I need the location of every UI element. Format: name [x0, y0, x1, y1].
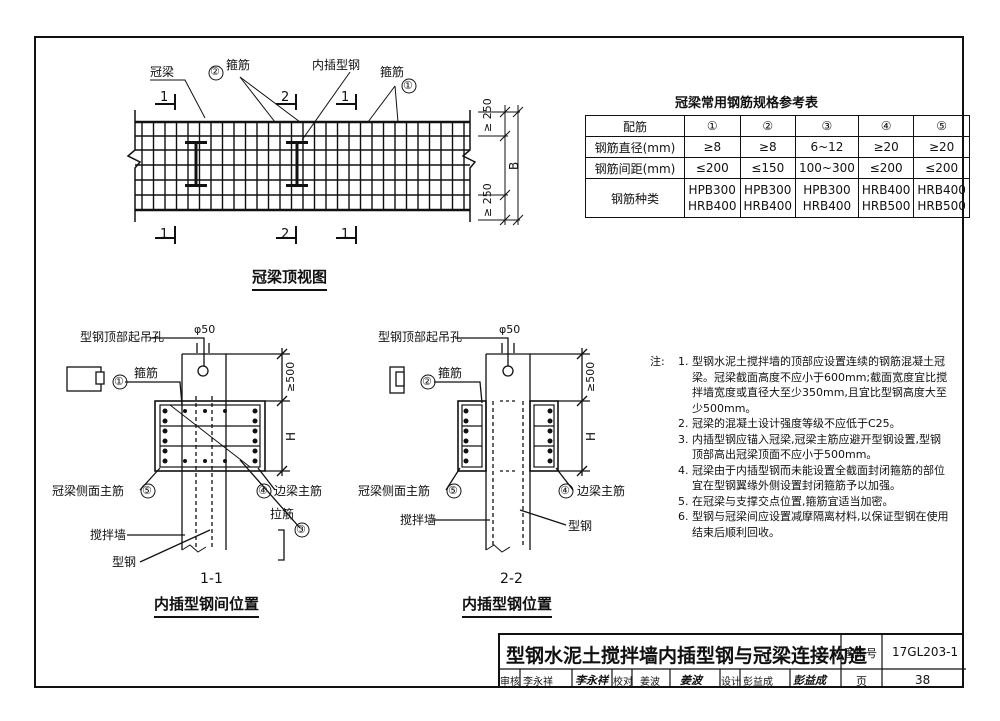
top-steel-label: 内插型钢 — [312, 58, 361, 72]
section-mark-1-bot-b: 1 — [341, 227, 350, 242]
spec-cell: HRB400 HRB500 — [913, 178, 970, 218]
spec-cell: HRB400 HRB500 — [857, 178, 915, 218]
note-text: 型钢与冠梁间应设置减摩隔离材料,以保证型钢在使用结束后顺利回收。 — [692, 510, 949, 539]
note-item: 6. 型钢与冠梁间应设置减摩隔离材料,以保证型钢在使用结束后顺利回收。 — [650, 509, 950, 540]
spec-cell: ≤200 — [913, 157, 970, 179]
designer-name: 彭益成 — [743, 677, 773, 688]
note-number: 2. — [678, 417, 689, 430]
section-mark-1-bot-a: 1 — [160, 227, 169, 242]
section-mark-1-top-a: 1 — [160, 90, 169, 105]
section1-marker-3: ③ — [296, 523, 306, 536]
section1-number: 1-1 — [200, 571, 223, 587]
top-marker-1: ① — [403, 79, 413, 92]
spec-row-label: 钢筋直径(mm) — [585, 136, 685, 158]
section2-dim-h: H — [584, 431, 598, 441]
section1-marker-1: ① — [114, 375, 124, 388]
note-number: 1. — [678, 355, 689, 368]
section2-stirrup: 箍筋 — [438, 366, 463, 380]
note-text: 冠梁的混凝土设计强度等级不应低于C25。 — [692, 417, 901, 430]
section2-marker-4: ④ — [560, 484, 570, 497]
note-number: 4. — [678, 463, 689, 477]
spec-table-header-row: 配筋 ① ② ③ ④ ⑤ — [585, 115, 970, 137]
top-crown-beam-label: 冠梁 — [150, 65, 175, 79]
note-item: 5. 在冠梁与支撑交点位置,箍筋宜适当加密。 — [650, 494, 950, 510]
section1-side-main: 冠梁侧面主筋 — [52, 484, 125, 498]
page-label: 页 — [856, 675, 867, 688]
designer-signature: 彭益成 — [793, 674, 826, 687]
spec-cell: HPB300 HRB400 — [684, 178, 741, 218]
design-label: 设计 — [721, 677, 741, 688]
section2-edge-main: 边梁主筋 — [577, 484, 626, 498]
spec-row-label: 钢筋种类 — [585, 178, 685, 218]
spec-header-cell: ① — [684, 115, 741, 137]
note-text: 在冠梁与支撑交点位置,箍筋宜适当加密。 — [692, 494, 894, 508]
section2-marker-2: ② — [422, 375, 432, 388]
page-number: 38 — [915, 673, 931, 687]
section2-number: 2-2 — [500, 571, 523, 587]
atlas-number: 17GL203-1 — [892, 645, 959, 659]
note-item: 注: 1. 型钢水泥土搅拌墙的顶部应设置连续的钢筋混凝土冠梁。冠梁截面高度不应小… — [650, 354, 950, 416]
review-label: 审核 — [500, 677, 520, 688]
top-marker-2: ② — [210, 65, 220, 78]
atlas-label: 图集号 — [844, 647, 877, 660]
top-view-title: 冠梁顶视图 — [252, 266, 328, 291]
top-stirrup-label-left: 箍筋 — [226, 58, 251, 72]
note-item: 4. 冠梁由于内插型钢而未能设置全截面封闭箍筋的部位宜在型钢翼缘外侧设置封闭箍筋… — [650, 463, 950, 494]
section1-stirrup: 箍筋 — [134, 366, 159, 380]
section1-edge-main: 边梁主筋 — [274, 484, 323, 498]
section2-side-main: 冠梁侧面主筋 — [358, 484, 431, 498]
section1-tie: 拉筋 — [270, 507, 295, 521]
section2-wall: 搅拌墙 — [400, 513, 437, 527]
section-mark-1-top-b: 1 — [341, 90, 350, 105]
note-text: 冠梁由于内插型钢而未能设置全截面封闭箍筋的部位宜在型钢翼缘外侧设置封闭箍筋予以加… — [692, 463, 945, 493]
notes-prefix: 注: — [650, 355, 665, 368]
check-label: 校对 — [613, 677, 633, 688]
section2-title: 内插型钢位置 — [462, 593, 553, 618]
drawing-title: 型钢水泥土搅拌墙内插型钢与冠梁连接构造 — [506, 645, 868, 667]
section2-hole-label: 型钢顶部起吊孔 — [378, 330, 463, 344]
title-block-grid — [500, 635, 966, 688]
spec-cell: 100~300 — [795, 157, 859, 179]
section1-hole-label: 型钢顶部起吊孔 — [80, 330, 165, 344]
section2-marker-5: ⑤ — [448, 484, 458, 497]
spec-table-title: 冠梁常用钢筋规格参考表 — [675, 96, 819, 111]
top-stirrup-label-right: 箍筋 — [380, 65, 405, 79]
note-item: 3. 内插型钢应锚入冠梁,冠梁主筋应避开型钢设置,型钢顶部高出冠梁顶面不应小于5… — [650, 432, 950, 463]
spec-cell: HPB300 HRB400 — [795, 178, 859, 218]
section1-marker-5: ⑤ — [142, 484, 152, 497]
spec-header-cell: 配筋 — [585, 115, 685, 137]
spec-table-row: 钢筋种类 HPB300 HRB400 HPB300 HRB400 HPB300 … — [585, 178, 970, 218]
section-mark-2-bot: 2 — [281, 227, 290, 242]
note-text: 内插型钢应锚入冠梁,冠梁主筋应避开型钢设置,型钢顶部高出冠梁顶面不应小于500m… — [692, 432, 941, 462]
spec-table: 配筋 ① ② ③ ④ ⑤ 钢筋直径(mm) ≥8 ≥8 6~12 ≥20 ≥20… — [585, 115, 970, 218]
section1-wall: 搅拌墙 — [90, 528, 127, 542]
section1-dia: φ50 — [194, 323, 216, 336]
notes-block: 注: 1. 型钢水泥土搅拌墙的顶部应设置连续的钢筋混凝土冠梁。冠梁截面高度不应小… — [650, 354, 950, 540]
section1-marker-4: ④ — [258, 484, 268, 497]
section1-steel: 型钢 — [112, 555, 137, 569]
section1-title: 内插型钢间位置 — [154, 593, 260, 618]
section-mark-2-top: 2 — [281, 90, 290, 105]
note-number: 3. — [678, 432, 689, 446]
section2-dia: φ50 — [499, 323, 521, 336]
checker-signature: 姜波 — [680, 674, 702, 687]
spec-cell: ≥20 — [857, 136, 915, 158]
title-block: 型钢水泥土搅拌墙内插型钢与冠梁连接构造 图集号 17GL203-1 审核 李永祥… — [498, 633, 966, 688]
reviewer-name: 李永祥 — [523, 677, 553, 688]
section2-steel: 型钢 — [568, 519, 593, 533]
reviewer-signature: 李永祥 — [575, 674, 608, 687]
spec-cell: HPB300 HRB400 — [739, 178, 796, 218]
note-item: 2. 冠梁的混凝土设计强度等级不应低于C25。 — [650, 416, 950, 432]
note-number: 6. — [678, 510, 689, 523]
note-text: 型钢水泥土搅拌墙的顶部应设置连续的钢筋混凝土冠梁。冠梁截面高度不应小于600mm… — [692, 355, 948, 415]
section2-dim-500: ≥500 — [584, 361, 597, 392]
note-number: 5. — [678, 494, 689, 508]
checker-name: 姜波 — [640, 677, 660, 688]
spec-table-row: 钢筋间距(mm) ≤200 ≤150 100~300 ≤200 ≤200 — [585, 157, 970, 179]
